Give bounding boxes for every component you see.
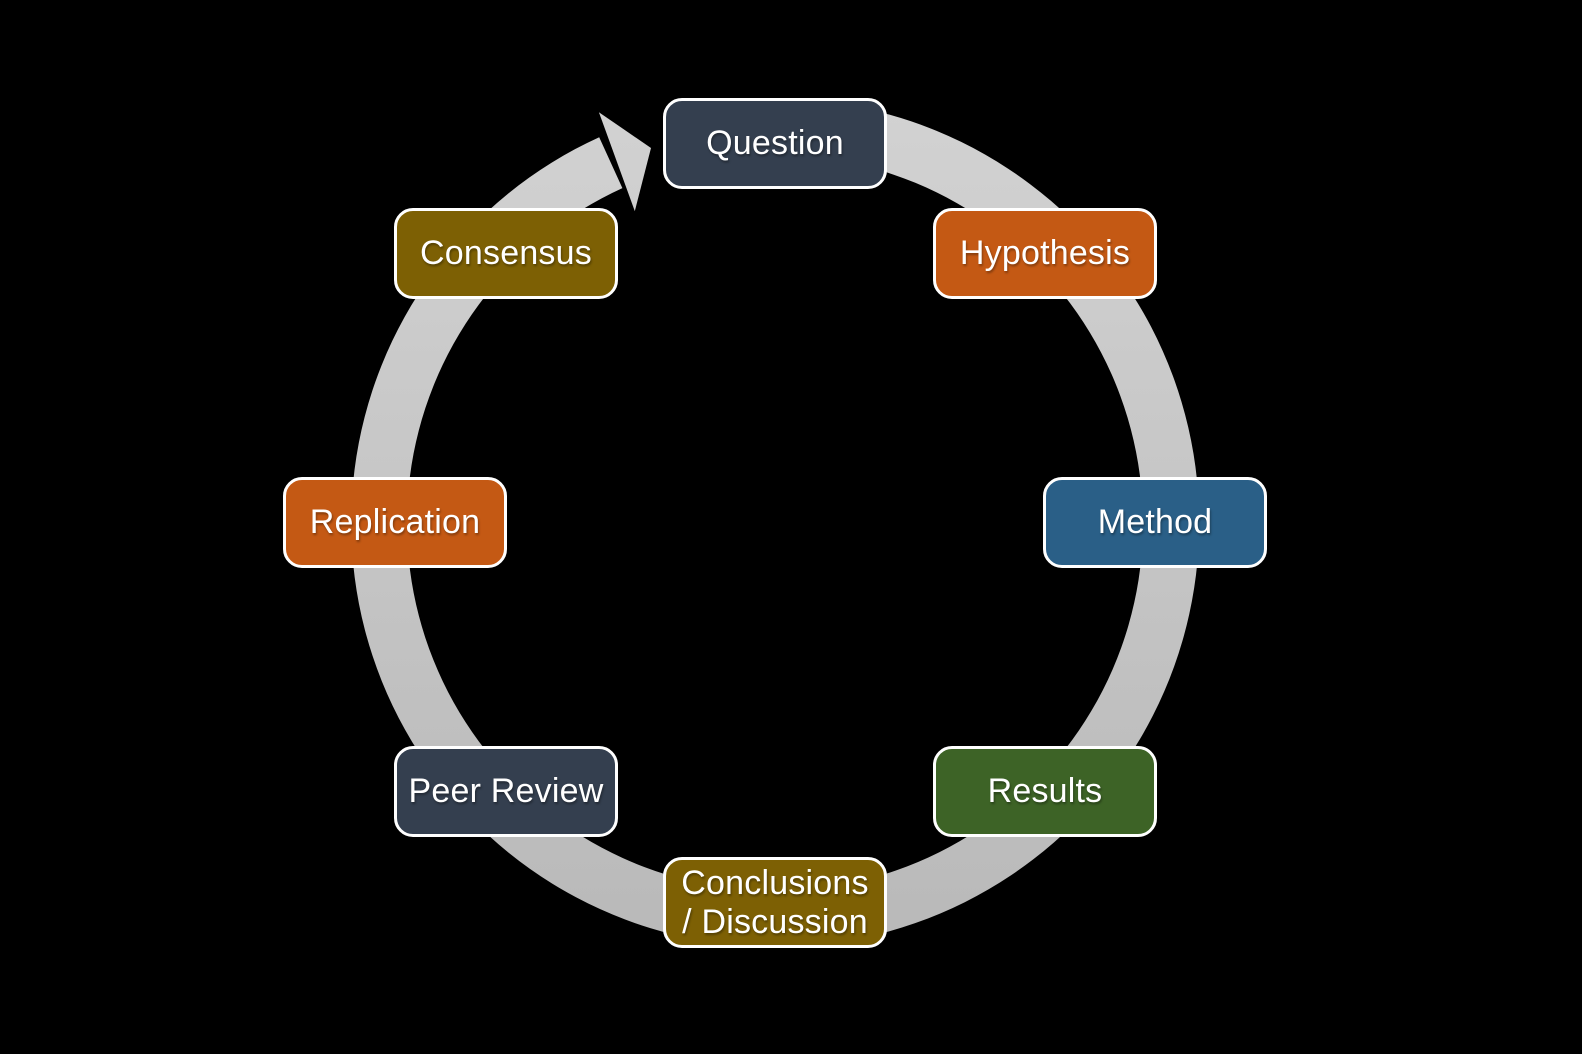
node-hypothesis-label: Hypothesis <box>959 234 1131 273</box>
node-results: Results <box>933 746 1157 837</box>
node-results-label: Results <box>987 772 1103 811</box>
node-question-label: Question <box>706 124 844 163</box>
cycle-arrowhead <box>598 112 651 212</box>
node-peer-review-label: Peer Review <box>408 772 604 811</box>
node-peer-review: Peer Review <box>394 746 618 837</box>
node-replication: Replication <box>283 477 507 568</box>
node-hypothesis: Hypothesis <box>933 208 1157 299</box>
node-conclusions-discussion: Conclusions / Discussion <box>663 857 887 948</box>
node-consensus: Consensus <box>394 208 618 299</box>
node-question: Question <box>663 98 887 189</box>
node-conclusions-label-line1: Conclusions <box>681 864 869 903</box>
node-consensus-label: Consensus <box>420 234 592 273</box>
node-method-label: Method <box>1097 503 1213 542</box>
node-conclusions-label-line2: / Discussion <box>682 902 868 941</box>
node-method: Method <box>1043 477 1267 568</box>
node-replication-label: Replication <box>309 503 481 542</box>
